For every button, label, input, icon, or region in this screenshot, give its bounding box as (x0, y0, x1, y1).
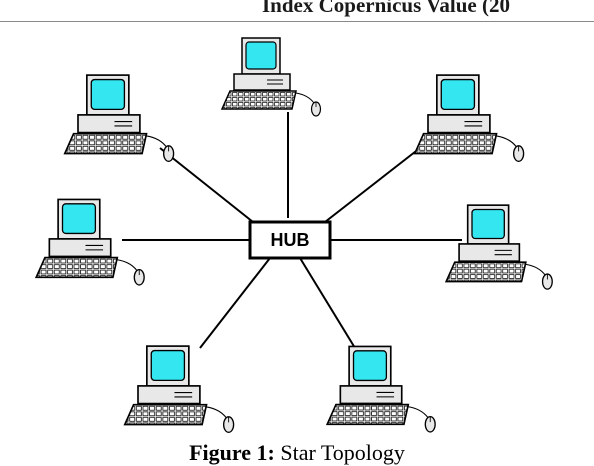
figure-caption-label: Figure 1: (189, 440, 275, 465)
computer-left (35, 198, 145, 286)
hub-label: HUB (271, 230, 310, 250)
hub: HUB (248, 220, 332, 260)
link-top-left (159, 147, 254, 223)
computer-bottom-left (123, 345, 235, 434)
figure-caption: Figure 1: Star Topology (0, 440, 594, 466)
figure-caption-text: Star Topology (274, 440, 405, 465)
computer-top-right (413, 74, 525, 163)
network-links (122, 112, 462, 349)
link-bottom-right (299, 257, 356, 349)
computer-top-left (63, 74, 175, 163)
hub-box (248, 220, 332, 260)
journal-header-title: Index Copernicus Value (20 (262, 0, 510, 17)
computer-right (445, 204, 554, 290)
link-top-right (324, 147, 421, 223)
computer-top (221, 37, 322, 117)
link-bottom-left (199, 257, 271, 349)
header-divider (0, 21, 594, 22)
computer-bottom-right (326, 345, 436, 433)
